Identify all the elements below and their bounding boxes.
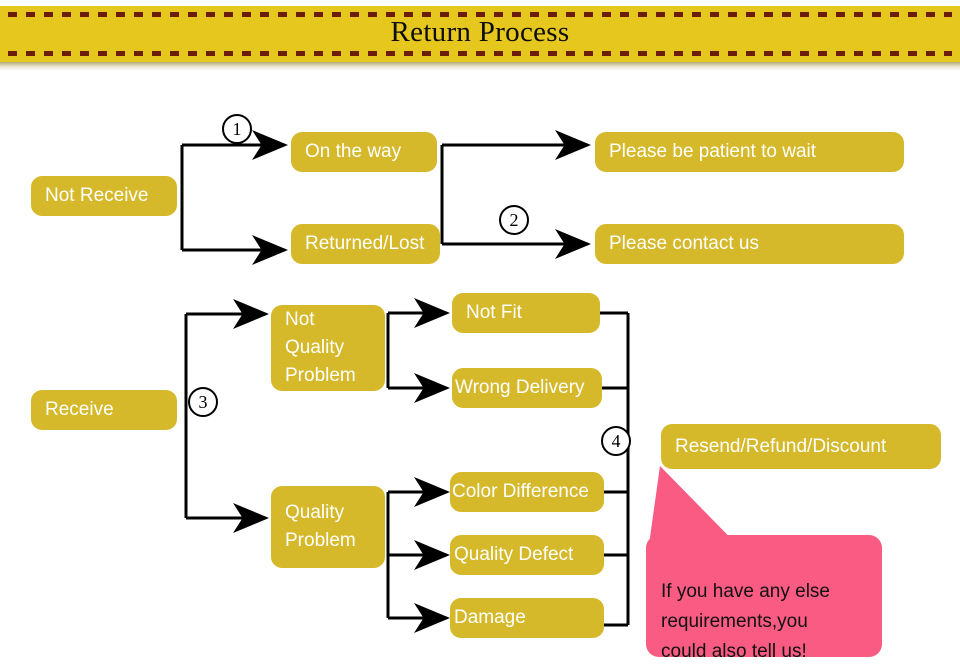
node-label: Damage [454,607,526,628]
node-label: Not Fit [466,302,522,323]
node-label: Please contact us [609,233,759,254]
step-marker-label: 3 [198,392,208,412]
node-label: Wrong Delivery [455,377,585,398]
callout-bubble: If you have any else requirements,you co… [646,535,882,662]
step-marker-1: 1 [222,114,252,144]
node-on-the-way[interactable]: On the way [291,132,437,172]
node-label: Quality Problem [285,502,356,551]
node-resend-refund-discount[interactable]: Resend/Refund/Discount [661,424,941,469]
step-marker-4: 4 [601,426,631,456]
node-quality-problem[interactable]: Quality Problem [271,486,385,568]
node-not-receive[interactable]: Not Receive [31,176,177,216]
node-not-quality-problem[interactable]: Not Quality Problem [271,305,385,391]
step-marker-2: 2 [499,205,529,235]
node-receive[interactable]: Receive [31,390,177,430]
node-label: Quality Defect [454,544,574,565]
callout-text: If you have any else requirements,you co… [661,581,830,662]
banner-dashed-line-bottom [8,51,952,56]
header-banner [0,6,960,71]
node-returned-lost[interactable]: Returned/Lost [291,224,440,264]
node-please-be-patient-to-wait[interactable]: Please be patient to wait [595,132,904,172]
node-label: Color Difference [452,481,589,502]
node-not-fit[interactable]: Not Fit [452,293,600,333]
node-label: Not Receive [45,185,149,206]
node-label: Returned/Lost [305,233,425,254]
node-color-difference[interactable]: Color Difference [450,472,604,512]
node-label: Receive [45,399,114,420]
step-marker-label: 1 [232,119,242,139]
step-marker-label: 4 [611,431,621,451]
node-label: Not Quality Problem [285,309,356,386]
node-wrong-delivery[interactable]: Wrong Delivery [452,368,602,408]
node-quality-defect[interactable]: Quality Defect [450,535,604,575]
node-label: Resend/Refund/Discount [675,435,887,457]
node-label: On the way [305,141,402,162]
banner-dashed-line-top [8,12,952,17]
step-marker-label: 2 [509,210,519,230]
page-title: Return Process [390,16,570,48]
node-please-contact-us[interactable]: Please contact us [595,224,904,264]
node-label: Please be patient to wait [609,141,817,162]
node-damage[interactable]: Damage [450,598,604,638]
step-marker-3: 3 [188,387,218,417]
